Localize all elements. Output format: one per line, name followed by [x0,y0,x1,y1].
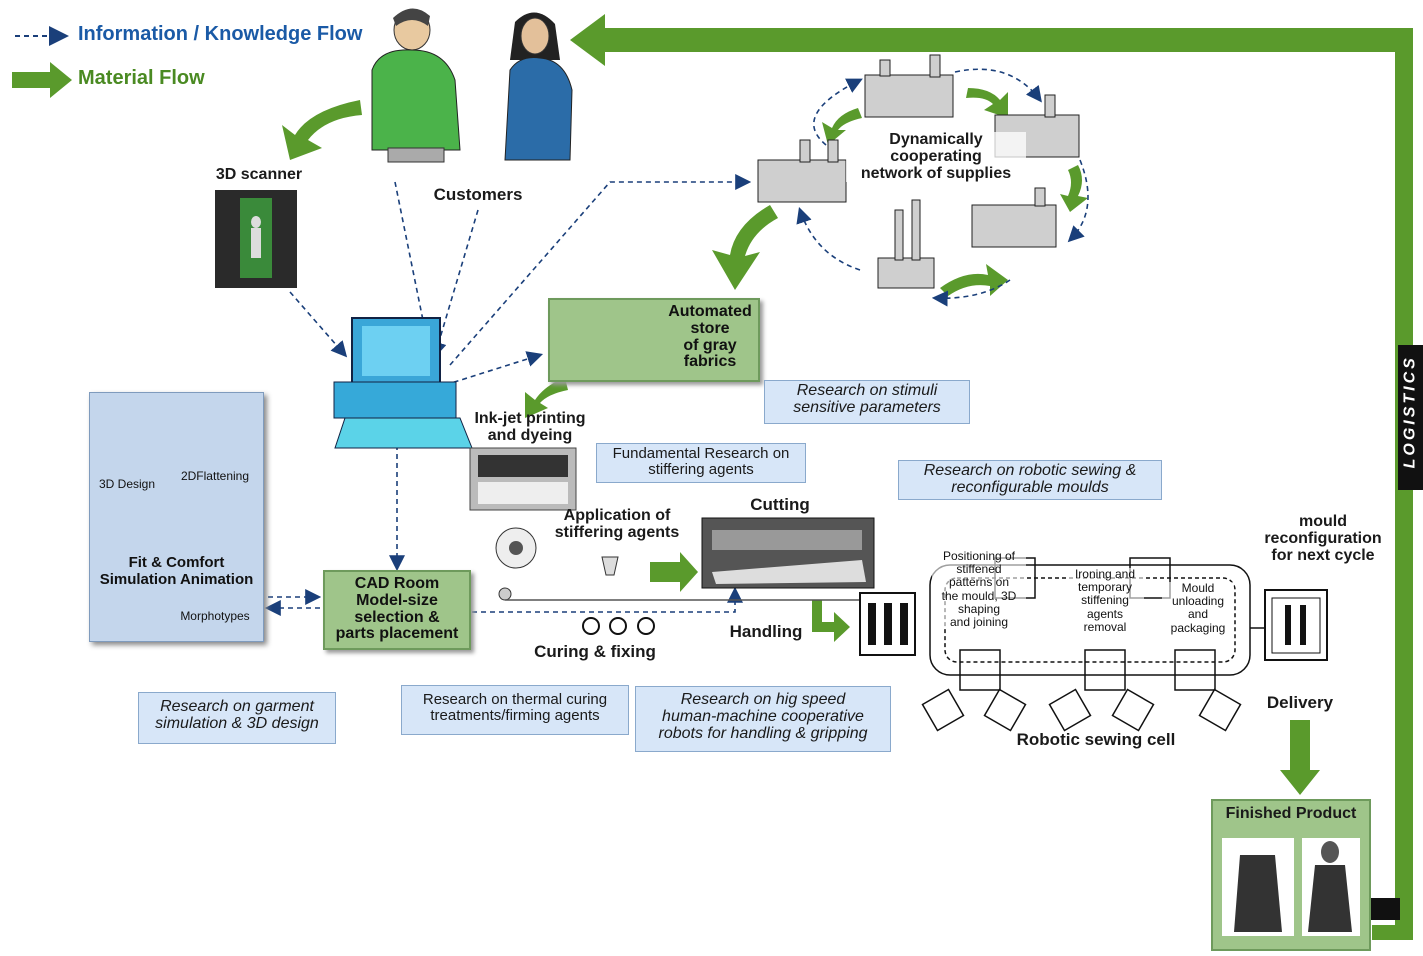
customer-woman-figure [504,12,573,161]
inkjet-label: Ink-jet printing and dyeing [474,410,586,444]
callout-garment: Research on garment simulation & 3D desi… [138,692,336,744]
delivery-label: Delivery [1266,693,1334,712]
callout-stimuli: Research on stimuli sensitive parameters [764,380,970,424]
handling-rack [859,592,916,656]
finished-product-frame [1211,799,1371,951]
customer-man-figure [371,8,461,163]
callout-fundamental: Fundamental Research on stiffering agent… [596,443,806,483]
legend-material-label: Material Flow [78,67,205,89]
fabric-store-label: Automated store of gray fabrics [668,303,752,371]
design-panel [89,392,264,642]
customers-label: Customers [433,185,523,204]
stiffening-equipment [495,527,860,635]
finished-product-label: Finished Product [1225,805,1357,822]
cutting-machine-image [701,517,875,589]
curing-label: Curing & fixing [534,642,656,661]
cad-room-box: CAD Room Model-size selection & parts pl… [323,570,471,650]
flattening-label: 2DFlattening [180,469,250,483]
cell-step-unloading: Mould unloading and packaging [1162,581,1234,635]
handling-label: Handling [729,622,803,641]
computer-icon [333,317,473,449]
legend-material-arrow [12,62,72,98]
inkjet-printer-image [469,447,577,511]
cutting-label: Cutting [750,495,810,514]
morphotypes-label: Morphotypes [180,609,250,623]
design3d-label: 3D Design [98,477,156,491]
mould-reconfiguration-icon [1264,589,1328,661]
robotic-cell-label: Robotic sewing cell [1016,730,1176,749]
legend-info-label: Information / Knowledge Flow [78,23,363,45]
cell-step-ironing: Ironing and temporary stiffening agents … [1066,567,1144,634]
logistics-label: LOGISTICS [1401,355,1419,469]
fit-comfort-label: Fit & Comfort Simulation Animation [99,554,254,588]
cell-step-positioning: Positioning of stiffened patterns on the… [932,549,1026,630]
fabric-store-box: Automated store of gray fabrics [548,298,760,382]
callout-robotic: Research on robotic sewing & reconfigura… [898,460,1162,500]
3d-scanner-image [215,190,297,288]
mould-label: mould reconfiguration for next cycle [1264,513,1382,564]
network-label: Dynamically cooperating network of suppl… [846,131,1026,183]
scanner-label: 3D scanner [215,166,303,183]
application-label: Application of stiffering agents [554,507,680,541]
logistics-loop [570,14,1423,940]
material-arrows [282,88,1320,795]
callout-thermal: Research on thermal curing treatments/fi… [401,685,629,735]
callout-highspeed: Research on hig speed human-machine coop… [635,686,891,752]
